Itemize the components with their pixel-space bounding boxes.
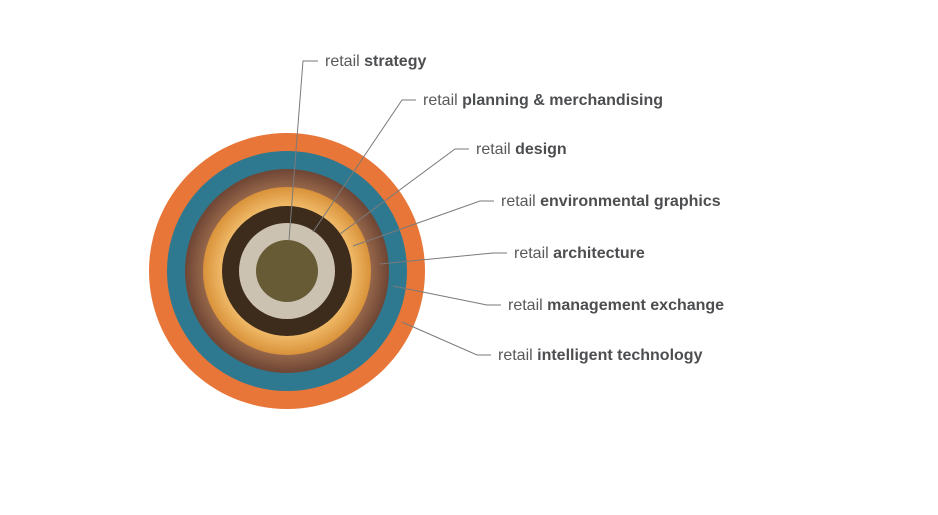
- ring-retail-intelligent-technology: [256, 240, 318, 302]
- leader-line-design: [339, 148, 469, 235]
- label-retail-environmental-graphics: retail environmental graphics: [501, 193, 721, 210]
- leader-line-environmental: [352, 200, 494, 247]
- leader-line-management: [392, 285, 501, 306]
- label-retail-management-exchange: retail management exchange: [508, 297, 724, 314]
- leader-line-planning: [312, 99, 416, 233]
- label-retail-strategy: retail strategy: [325, 53, 426, 70]
- label-retail-design: retail design: [476, 141, 567, 158]
- label-retail-planning-merchandising: retail planning & merchandising: [423, 92, 663, 109]
- label-retail-intelligent-technology: retail intelligent technology: [498, 347, 703, 364]
- leader-line-intelligent: [401, 321, 491, 356]
- leader-line-strategy: [288, 60, 318, 241]
- leader-line-architecture: [379, 252, 507, 265]
- label-retail-architecture: retail architecture: [514, 245, 645, 262]
